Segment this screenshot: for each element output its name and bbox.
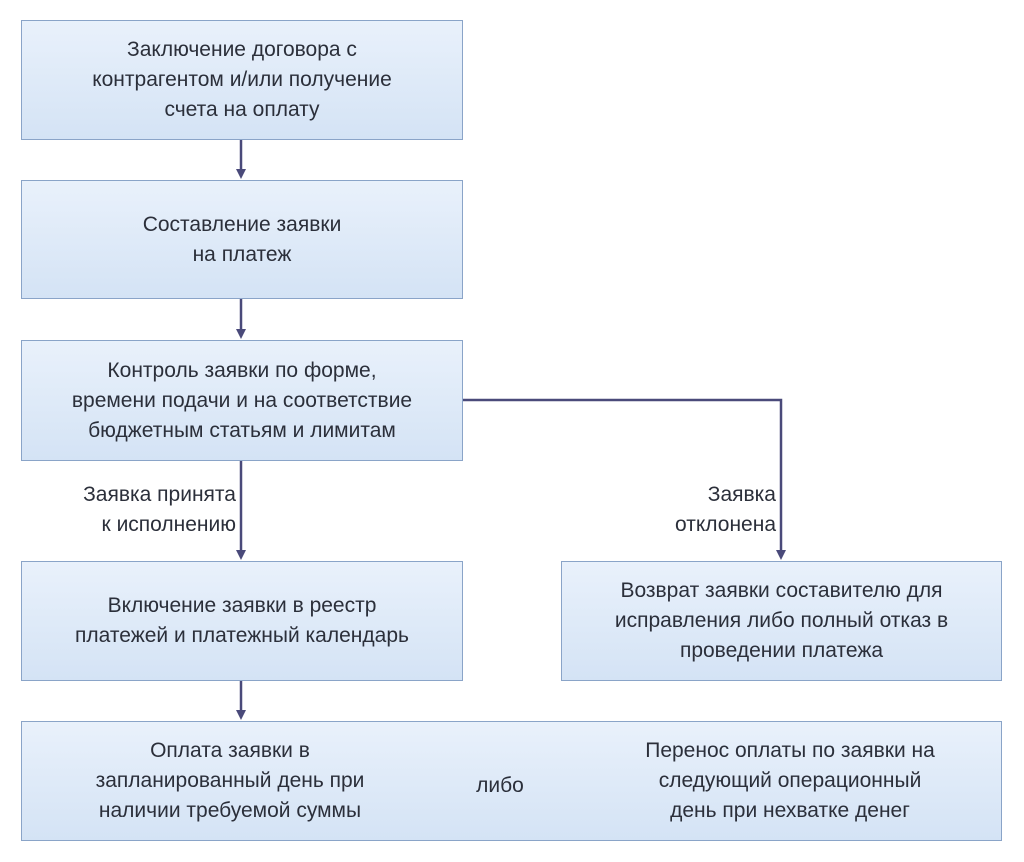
arrow-control-to-return bbox=[463, 398, 786, 560]
step-registry-text: Включение заявки в реестр платежей и пла… bbox=[75, 594, 409, 647]
step-return-text: Возврат заявки составителю для исправлен… bbox=[614, 579, 949, 662]
step-contract-text: Заключение договора с контрагентом и/или… bbox=[92, 38, 392, 121]
payment-or-label: либо bbox=[476, 774, 524, 797]
step-return: Возврат заявки составителю для исправлен… bbox=[561, 561, 1002, 681]
payment-option-right: Перенос оплаты по заявки на следующий оп… bbox=[645, 739, 935, 822]
edge-label-rejected: Заявка отклонена bbox=[675, 483, 776, 536]
step-control-text: Контроль заявки по форме, времени подачи… bbox=[71, 358, 413, 442]
step-registry: Включение заявки в реестр платежей и пла… bbox=[21, 561, 463, 681]
payment-option-left: Оплата заявки в запланированный день при… bbox=[95, 739, 365, 822]
step-contract: Заключение договора с контрагентом и/или… bbox=[21, 20, 463, 140]
step-request: Составление заявки на платеж bbox=[21, 180, 463, 299]
step-payment bbox=[21, 721, 1002, 841]
step-request-text: Составление заявки на платеж bbox=[142, 212, 342, 266]
edge-label-accepted: Заявка принята к исполнению bbox=[83, 483, 236, 536]
step-control: Контроль заявки по форме, времени подачи… bbox=[21, 340, 463, 461]
